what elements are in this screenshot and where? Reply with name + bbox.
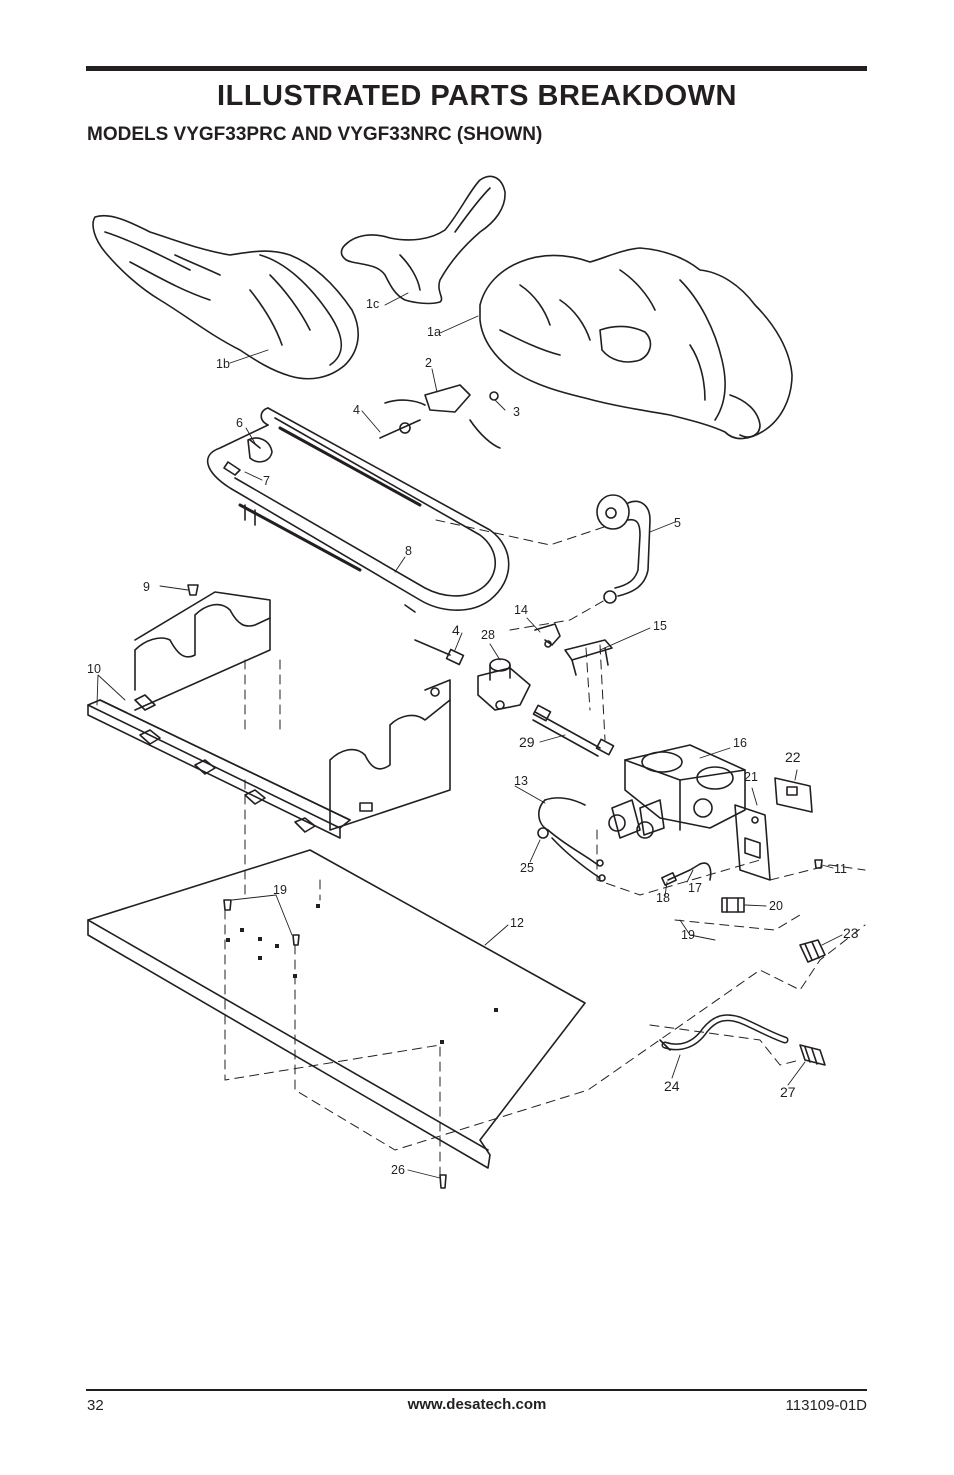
callout-4: 4: [353, 403, 360, 417]
callout-11: 11: [834, 862, 847, 876]
burner-inlet-tube-5: [596, 494, 651, 604]
orifice-4: [414, 639, 465, 666]
callout-15: 15: [653, 619, 667, 633]
screw-11: [814, 859, 823, 869]
screw-9: [187, 584, 199, 596]
callout-17: 17: [688, 881, 702, 895]
bottom-rule: [86, 1389, 867, 1391]
callout-1a: 1a: [427, 325, 441, 339]
igniter-17: [661, 862, 712, 886]
log-1b: [92, 214, 359, 380]
burner-port-slot: [238, 503, 362, 572]
page-subtitle: MODELS VYGF33PRC AND VYGF33NRC (SHOWN): [87, 124, 543, 145]
callout-1c: 1c: [366, 297, 379, 311]
mounting-holes: [226, 904, 498, 1044]
callout-8: 8: [405, 544, 412, 558]
page-title: ILLUSTRATED PARTS BREAKDOWN: [217, 80, 737, 112]
callout-19a: 19: [273, 883, 287, 897]
callout-24: 24: [664, 1078, 680, 1094]
screw-26: [439, 1174, 447, 1189]
callout-13: 13: [514, 774, 528, 788]
callout-10: 10: [87, 662, 101, 676]
callout-2: 2: [425, 356, 432, 370]
callout-22: 22: [785, 749, 801, 765]
label-plate-22: [774, 777, 813, 813]
valve-bracket-15: [564, 639, 613, 676]
fitting-23: [799, 939, 826, 963]
flex-gas-line-24: [659, 1014, 789, 1051]
fitting-27: [799, 1044, 826, 1066]
top-rule: [86, 66, 867, 71]
parts-diagram: 1b 1c 1a 2 3 4 6 7 5 8 9 14 15 4 28 10 2…: [87, 175, 866, 1189]
pilot-assembly: [379, 384, 501, 449]
elbow-fitting-14: [534, 623, 561, 648]
switch-20: [721, 897, 745, 913]
callout-12: 12: [510, 916, 524, 930]
callout-27: 27: [780, 1084, 796, 1100]
callout-28: 28: [481, 628, 495, 642]
callout-23: 23: [843, 925, 859, 941]
base-pan-12: [87, 849, 586, 1169]
log-support: [134, 591, 451, 831]
gas-valve-16: [608, 744, 746, 839]
wire-harness-13: [537, 797, 606, 882]
log-1a: [479, 247, 793, 440]
callout-18: 18: [656, 891, 670, 905]
callout-19b: 19: [681, 928, 695, 942]
callout-29: 29: [519, 734, 535, 750]
callout-21: 21: [744, 770, 758, 784]
log-1c: [340, 175, 506, 305]
callout-25: 25: [520, 861, 534, 875]
flame-spreader-6: [223, 437, 273, 476]
callout-16: 16: [733, 736, 747, 750]
callout-5: 5: [674, 516, 681, 530]
callout-26: 26: [391, 1163, 405, 1177]
website-link[interactable]: www.desatech.com: [407, 1396, 547, 1413]
callout-1b: 1b: [216, 357, 230, 371]
page-number: 32: [87, 1397, 104, 1414]
flex-tube-29: [532, 704, 615, 757]
callout-20: 20: [769, 899, 783, 913]
regulator-28: [477, 658, 531, 711]
control-bracket-21: [734, 804, 771, 881]
callout-14: 14: [514, 603, 528, 617]
screw-19: [223, 899, 300, 946]
callout-6: 6: [236, 416, 243, 430]
callout-3: 3: [513, 405, 520, 419]
callout-7: 7: [263, 474, 270, 488]
burner-port-slot: [278, 426, 422, 507]
grate-10: [87, 694, 351, 839]
callout-4b: 4: [452, 622, 460, 638]
callout-9: 9: [143, 580, 150, 594]
document-number: 113109-01D: [785, 1397, 867, 1414]
